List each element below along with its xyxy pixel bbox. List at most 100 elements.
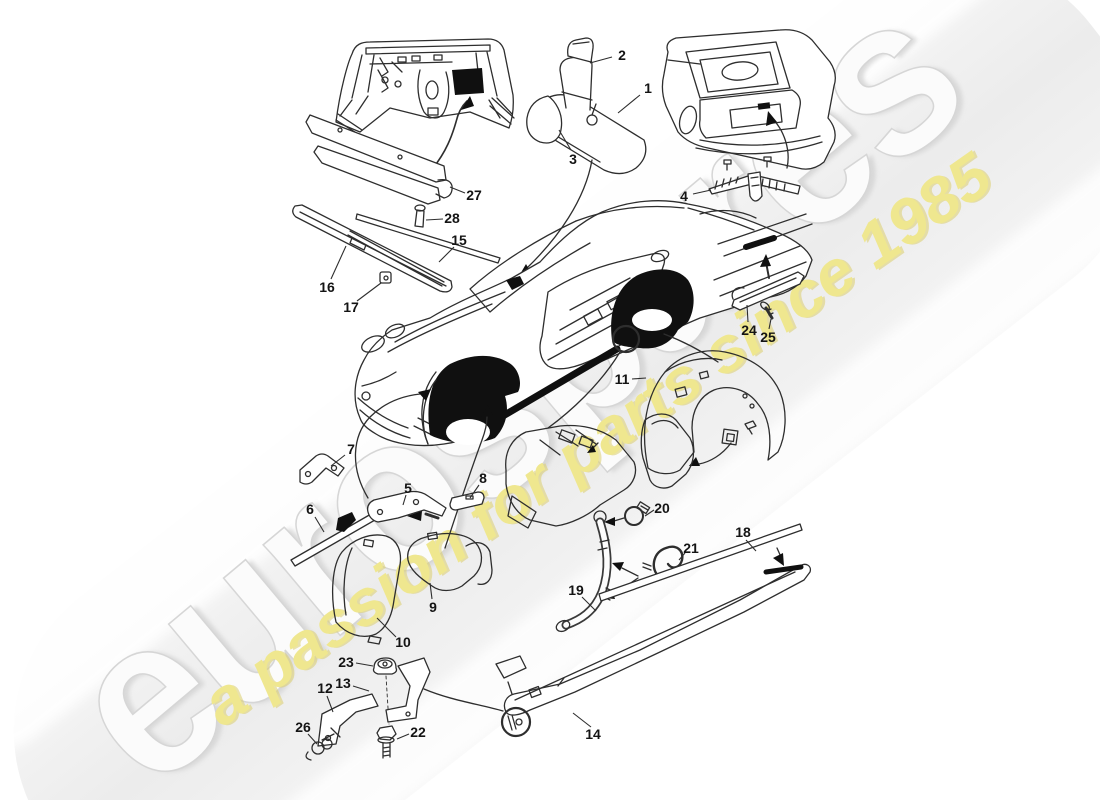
clip-17 [379,271,392,284]
part-callout-25: 25 [760,329,776,345]
leader-line-5 [402,494,407,506]
part-callout-2: 2 [618,47,626,63]
leader-line-27 [449,186,466,194]
part-callout-22: 22 [410,724,426,740]
leader-line-25 [768,318,772,330]
stay-brackets [290,453,485,567]
part-callout-18: 18 [735,524,751,540]
liner-clip [721,420,757,446]
leader-line-24 [746,304,749,323]
part-callout-28: 28 [444,210,460,226]
leader-line-6 [314,516,325,533]
part-callout-4: 4 [680,188,688,204]
detail-circle-marker [611,324,641,354]
part-callout-24: 24 [741,322,757,338]
arrow-in-detail [587,445,596,453]
mirror-assembly [519,37,647,276]
stud-28 [414,204,426,228]
leader-line-16 [330,245,347,280]
front-arch-liner-parts [332,531,493,645]
part-callout-15: 15 [451,232,467,248]
leader-line-8 [469,484,480,499]
leader-line-13 [352,685,370,692]
bolt-22 [376,725,397,759]
badge-studs [723,156,772,171]
part-callout-11: 11 [615,371,630,387]
arrow-to-sill-tread [760,254,771,267]
part-callout-23: 23 [338,654,354,670]
corner-seal-6 [336,512,356,532]
leader-line-9 [429,582,433,600]
part-callout-20: 20 [654,500,670,516]
hose-clamp-20 [624,501,651,526]
leader-line-1 [617,94,641,114]
part-callout-13: 13 [335,675,351,691]
part-callout-26: 26 [295,719,311,735]
arrow-front-liner-a [418,389,431,401]
part-callout-21: 21 [683,540,699,556]
part-callout-3: 3 [569,151,577,167]
interior-blackout-panel [452,68,484,95]
arrow-to-moulding [773,553,784,566]
part-callout-1: 1 [644,80,652,96]
mount-brackets [305,657,504,761]
leader-line-26 [307,733,318,745]
part-callout-16: 16 [319,279,335,295]
part-callout-17: 17 [343,299,359,315]
leader-line-18 [745,539,757,552]
arrow-to-boot [766,111,777,126]
wings-badge [708,156,801,202]
leader-line-11 [631,377,647,380]
front-arch-liner-fitted [428,355,520,444]
leader-line-3 [558,129,572,151]
fastener-26 [305,727,341,761]
leader-line-19 [581,596,597,612]
interior-front-view [335,38,515,169]
rear-car-view [661,29,836,170]
leader-line-15 [438,246,455,263]
arrow-at-bracket-5 [407,511,422,521]
part-callout-10: 10 [395,634,411,650]
cant-rail-panels [305,114,453,228]
leader-line-4 [692,189,712,195]
tread-plate-24 [731,271,805,311]
side-strips [292,204,501,293]
part-callout-7: 7 [347,441,355,457]
leader-line-2 [589,56,613,64]
part-callout-5: 5 [404,480,412,496]
rear-arch-liner-11 [643,350,786,475]
leader-line-12 [326,695,334,713]
leader-line-21 [678,552,686,561]
leader-line-14 [572,712,592,728]
arrow-to-interior [461,96,474,110]
sill-mouldings [495,523,812,738]
mirror-mount-fitted [506,276,524,290]
part-callout-27: 27 [466,187,482,203]
sill-tread-fitted [743,235,777,250]
leader-line-23 [355,662,374,667]
boot-badge-mark [757,102,771,110]
part-callout-19: 19 [568,582,584,598]
arrow-hose-clip-a [612,562,624,571]
leader-line-28 [425,218,444,221]
leader-line-17 [356,282,382,302]
leader-line-10 [376,617,397,638]
moulding-black-tip [763,564,804,575]
part-callout-8: 8 [479,470,487,486]
part-callout-9: 9 [429,599,437,615]
sill-strip-fitted [499,345,621,420]
part-callout-6: 6 [306,501,314,517]
arrow-front-liner-b [481,405,493,417]
car-body [354,200,813,447]
leader-line-7 [330,454,346,467]
arrow-to-hose-top [604,517,615,526]
moulding-detail-circle [500,706,532,738]
install-arrows [354,333,719,549]
rear-arch-liner-fitted [611,269,694,349]
screw-25 [760,301,774,320]
part-callout-14: 14 [585,726,601,742]
part-callout-12: 12 [317,680,333,696]
